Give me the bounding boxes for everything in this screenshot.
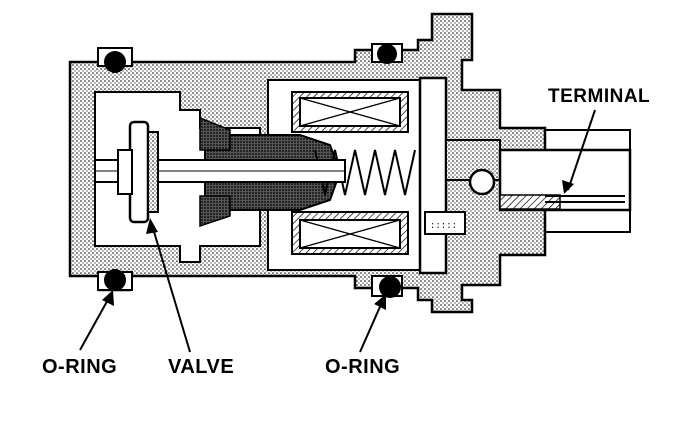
right-o-ring-bottom [371, 275, 403, 298]
valve-label: VALVE [168, 356, 235, 378]
svg-text::::::: ::::: [430, 221, 457, 231]
solenoid-coil-top [291, 91, 409, 133]
terminal-leader-arrow [562, 109, 596, 194]
left-o-ring-bottom [97, 269, 133, 291]
o-ring-right-leader-arrow [359, 294, 386, 353]
left-o-ring-top [97, 47, 133, 73]
right-o-ring-top [371, 43, 403, 64]
o-ring-left-leader-arrow [79, 290, 114, 351]
valve-leader-arrow [146, 218, 191, 353]
o-ring-left-label: O-RING [42, 356, 118, 378]
terminal-label: TERMINAL [548, 86, 651, 107]
terminal-connector [498, 129, 632, 233]
o-ring-right-label: O-RING [325, 356, 401, 378]
armature-plate: ::::: [418, 76, 501, 275]
solenoid-coil-bottom [291, 211, 409, 255]
valve-disc [117, 120, 159, 224]
